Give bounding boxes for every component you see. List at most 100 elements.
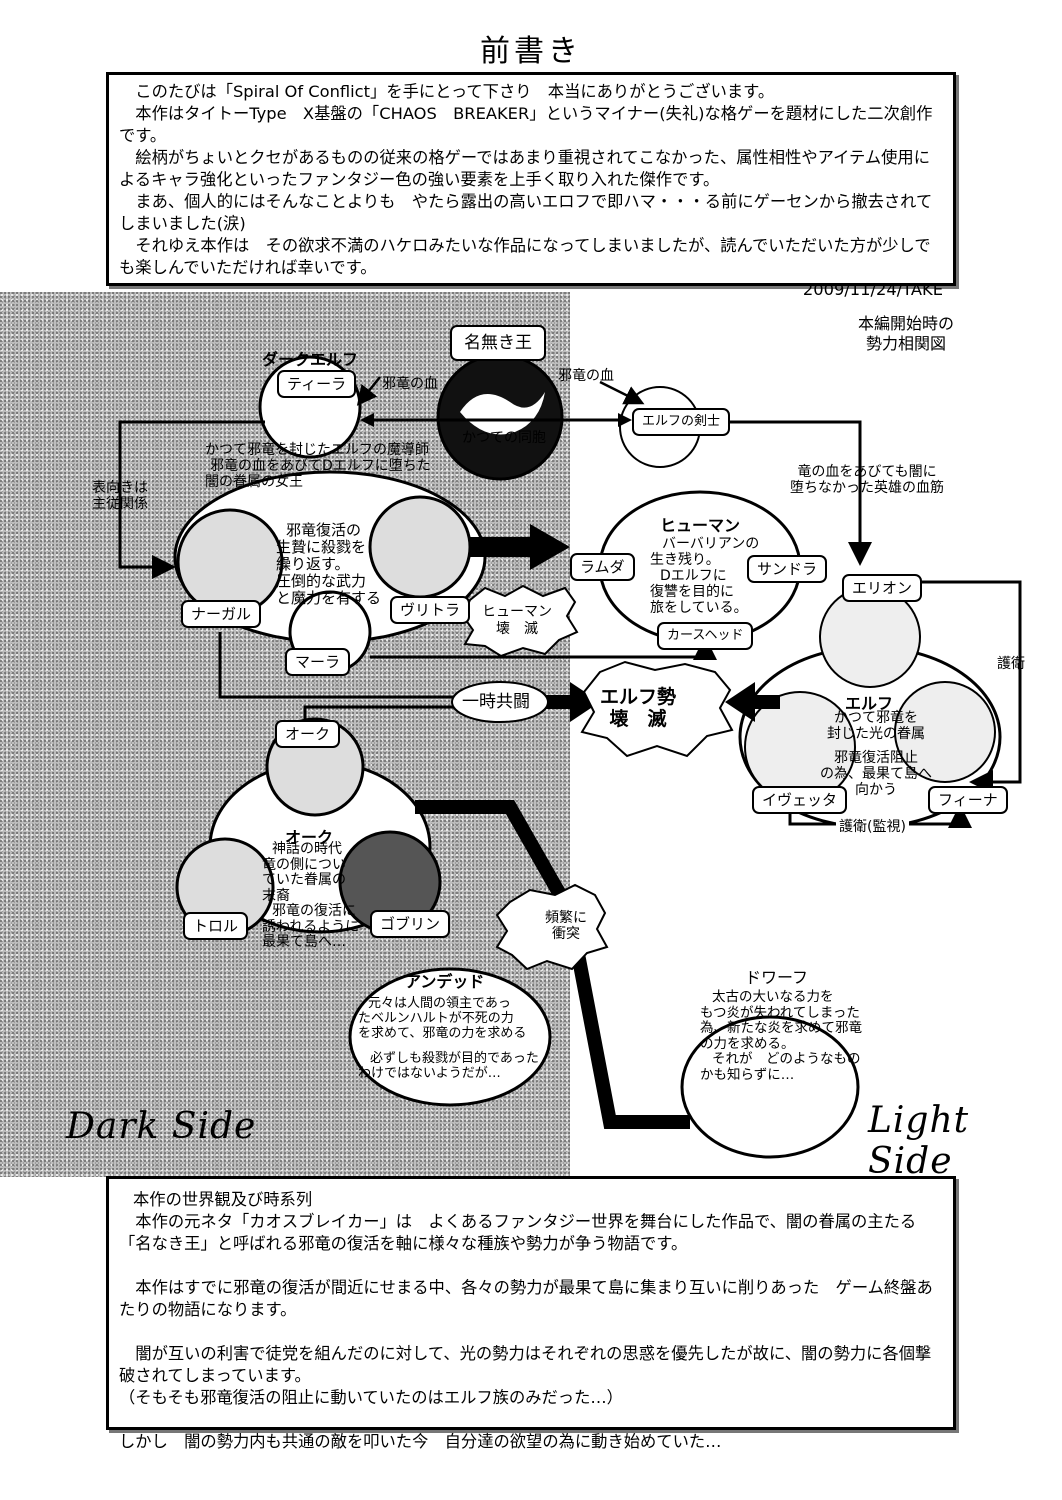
description-line: 末裔 <box>262 887 290 904</box>
burst-line: 衝突 <box>552 926 580 942</box>
alliance-label: 一時共闘 <box>462 692 530 712</box>
description-line: かつて邪竜を封じたエルフの魔導師 <box>205 442 429 458</box>
former-comrade-label: かつての同胞 <box>462 430 546 446</box>
escort-watch-label: 護衛(監視) <box>836 819 909 835</box>
description-line: かも知らずに… <box>700 1066 795 1083</box>
fina-label[interactable]: フィーナ <box>928 786 1008 814</box>
label-line: 竜の血をあびても闇に <box>797 464 937 480</box>
cursehead-label[interactable]: カースヘッド <box>657 622 754 650</box>
orc-label[interactable]: オーク <box>275 720 341 748</box>
yvetta-label[interactable]: イヴェッタ <box>752 786 848 814</box>
description-line: ていた眷属の <box>262 872 346 888</box>
frequent-clash-text: 頻繁に 衝突 <box>545 910 587 942</box>
description-line: かつて邪竜を <box>834 710 918 726</box>
dragon-fang-shape <box>460 392 545 435</box>
hero-bloodline-label: 竜の血をあびても闇に 堕ちなかった英雄の血筋 <box>790 464 944 496</box>
master-servant-label: 表向きは 主従関係 <box>92 480 148 512</box>
outro-paragraph: （そもそも邪竜復活の阻止に動いていたのはエルフ族のみだった…） <box>119 1388 623 1407</box>
mara-label[interactable]: マーラ <box>285 648 351 676</box>
outro-box: 本作の世界観及び時系列 本作の元ネタ「カオスブレイカー」は よくあるファンタジー… <box>106 1176 956 1451</box>
description-line: 向かう <box>855 782 897 798</box>
escort-arrow <box>905 580 1022 794</box>
description-line: 生贄に殺戮を <box>276 538 367 556</box>
blood-arrow-right <box>599 380 645 405</box>
description-line: と魔力を有する <box>276 589 382 607</box>
description-line: もつ炎が失われてしまった <box>700 1004 860 1021</box>
master-servant-line <box>118 420 265 579</box>
nagal-label[interactable]: ナーガル <box>181 600 262 628</box>
dark-elf-heading: ダークエルフ <box>262 350 359 369</box>
outro-spacer <box>119 1321 943 1343</box>
frequent-clash-burst <box>495 883 609 971</box>
undead-group-ellipse <box>348 967 552 1107</box>
escort-label: 護衛 <box>997 656 1025 672</box>
alliance-line-nagal <box>218 632 455 699</box>
description-line: 邪竜の血をあびてDエルフに堕ちた <box>210 458 431 474</box>
undead-description: 元々は人間の領主であっ たベルンハルトが不死の力 を求めて、邪竜の力を求める 必… <box>358 996 539 1081</box>
nagal-portrait <box>176 508 284 616</box>
intro-box: このたびは「Spiral Of Conflict」を手にとって下さり 本当にあり… <box>106 72 956 299</box>
human-destroyed-text: ヒューマン 壊 滅 <box>482 604 552 638</box>
description-spacer <box>358 1041 539 1051</box>
goblin-label[interactable]: ゴブリン <box>370 910 451 938</box>
caption-line: 勢力相関図 <box>866 334 947 353</box>
intro-paragraph: それゆえ本作は その欲求不満のハケロみたいな作品になってしまいましたが、読んでい… <box>119 236 931 277</box>
attack-arrow-human <box>470 524 570 570</box>
description-line: 為、新たな炎を求めて邪竜 <box>700 1020 862 1036</box>
description-line: Dエルフに <box>660 568 727 584</box>
description-line: それが どのようなもの <box>712 1051 861 1067</box>
description-line: 生き残り。 <box>650 552 720 568</box>
outro-spacer <box>119 1409 943 1431</box>
signature: 2009/11/24/TAKE <box>802 280 943 299</box>
dwarf-description: 太古の大いなる力を もつ炎が失われてしまった 為、新たな炎を求めて邪竜 の力を求… <box>700 989 862 1083</box>
sandra-label[interactable]: サンドラ <box>747 555 828 583</box>
description-line: 元々は人間の領主であっ <box>368 996 511 1011</box>
description-line: 圧倒的な武力 <box>276 572 367 590</box>
undead-heading: アンデッド <box>405 972 485 991</box>
human-description: バーバリアンの 生き残り。 Dエルフに 復讐を目的に 旅をしている。 <box>650 536 759 616</box>
description-line: 闇の眷属の女王 <box>205 474 303 490</box>
dwarf-heading: ドワーフ <box>745 968 809 987</box>
description-line: 邪竜復活の <box>286 521 362 539</box>
elf-swordsman-label[interactable]: エルフの剣士 <box>632 408 731 436</box>
attack-arrow-elf-right <box>725 682 780 722</box>
alliance-line-orc <box>303 705 455 722</box>
description-line: バーバリアンの <box>662 536 760 552</box>
tiera-label[interactable]: ティーラ <box>277 370 357 398</box>
description-line: 旅をしている。 <box>650 600 748 616</box>
description-line: 最果て島へ… <box>262 934 346 950</box>
description-line: 必ずしも殺戮が目的であった <box>370 1051 539 1066</box>
description-line: 竜の側につい <box>262 856 346 873</box>
elf-destroyed-text: エルフ勢 壊 滅 <box>600 686 676 730</box>
description-line: 邪竜復活阻止 <box>834 750 918 766</box>
description-line: 邪竜の復活に <box>272 903 356 919</box>
attack-arrow-elf-left <box>545 682 600 722</box>
burst-line: 壊 滅 <box>609 708 667 730</box>
burst-line: エルフ勢 <box>600 686 677 708</box>
outro-paragraph: 本作の元ネタ「カオスブレイカー」は よくあるファンタジー世界を舞台にした作品で、… <box>119 1212 917 1253</box>
description-line: の為、最果て島へ <box>820 766 932 782</box>
description-line: たベルンハルトが不死の力 <box>358 1011 514 1026</box>
human-heading: ヒューマン <box>660 516 741 535</box>
dwarf-group-ellipse <box>680 1015 860 1159</box>
description-line: 復讐を目的に <box>650 584 734 600</box>
description-line: 繰り返す。 <box>276 555 350 573</box>
elion-label[interactable]: エリオン <box>842 574 923 602</box>
outro-heading: 本作の世界観及び時系列 <box>133 1190 313 1209</box>
lambda-label[interactable]: ラムダ <box>570 553 635 581</box>
description-line: わけではないようだが… <box>358 1066 501 1081</box>
description-line: 太古の大いなる力を <box>712 989 834 1005</box>
elf-description: かつて邪竜を 封じた光の眷属 邪竜復活阻止 の為、最果て島へ 向かう <box>820 710 932 798</box>
orc-heading: オーク <box>285 828 334 847</box>
human-destroyed-burst <box>461 584 579 658</box>
vritra-label[interactable]: ヴリトラ <box>390 596 471 624</box>
troll-label[interactable]: トロル <box>183 912 249 940</box>
nameless-king-label[interactable]: 名無き王 <box>450 325 546 361</box>
outro-spacer <box>119 1255 943 1277</box>
fina-portrait <box>894 681 996 783</box>
intro-paragraph: このたびは「Spiral Of Conflict」を手にとって下さり 本当にあり… <box>119 82 775 101</box>
orc-description: 神話の時代 竜の側につい ていた眷属の 末裔 邪竜の復活に 誘われるように 最果… <box>262 841 359 951</box>
burst-line: ヒューマン <box>482 604 552 620</box>
description-line: 神話の時代 <box>272 841 342 857</box>
caption-line: 本編開始時の <box>858 314 955 333</box>
